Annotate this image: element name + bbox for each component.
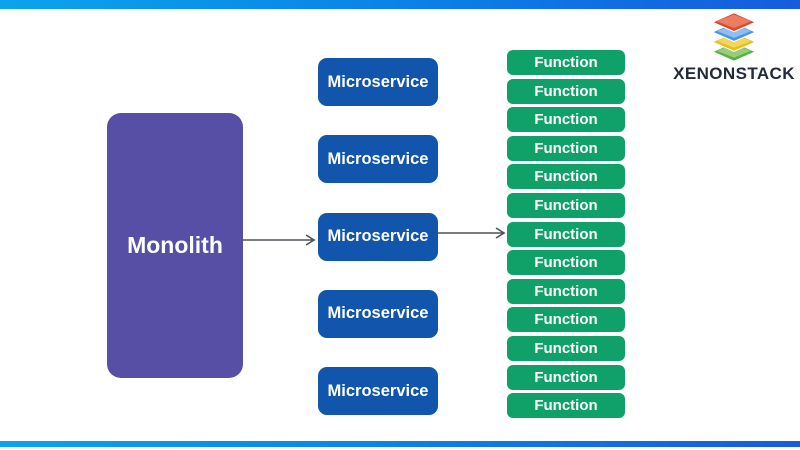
function-label: Function [534,397,598,415]
functions-column: Function Function Function Function Func… [507,50,625,419]
monolith-to-microservice-arrow [243,234,316,246]
function-box: Function [507,78,625,104]
function-label: Function [534,254,598,272]
microservice-box: Microservice [318,58,438,106]
function-box: Function [507,50,625,75]
function-label: Function [534,111,598,129]
function-box: Function [507,221,625,247]
microservice-label: Microservice [327,227,429,246]
function-box: Function [507,335,625,361]
microservice-box: Microservice [318,367,438,416]
function-box: Function [507,250,625,276]
function-box: Function [507,278,625,304]
top-accent-bar [0,0,800,9]
function-box: Function [507,393,625,419]
function-label: Function [534,311,598,329]
function-label: Function [534,225,598,243]
function-label: Function [534,139,598,157]
function-label: Function [534,82,598,100]
function-label: Function [534,54,598,71]
microservice-label: Microservice [327,381,429,400]
brand-logo: XENONSTACK [664,11,800,84]
function-box: Function [507,364,625,390]
function-label: Function [534,282,598,300]
bottom-accent-bar [0,441,800,447]
function-label: Function [534,168,598,186]
monolith-box: Monolith [107,113,243,378]
microservice-box: Microservice [318,135,438,184]
xenonstack-stack-icon [711,12,757,62]
microservices-column: Microservice Microservice Microservice M… [318,58,438,416]
monolith-label: Monolith [127,232,223,258]
function-box: Function [507,107,625,133]
function-label: Function [534,368,598,386]
microservice-label: Microservice [327,149,429,168]
microservice-to-function-arrow [438,227,506,239]
function-label: Function [534,339,598,357]
microservice-box: Microservice [318,289,438,338]
function-label: Function [534,196,598,214]
function-box: Function [507,164,625,190]
function-box: Function [507,192,625,218]
brand-name: XENONSTACK [673,64,795,83]
microservice-box: Microservice [318,212,438,261]
function-box: Function [507,135,625,161]
microservice-label: Microservice [327,304,429,323]
function-box: Function [507,307,625,333]
microservice-label: Microservice [327,72,429,91]
